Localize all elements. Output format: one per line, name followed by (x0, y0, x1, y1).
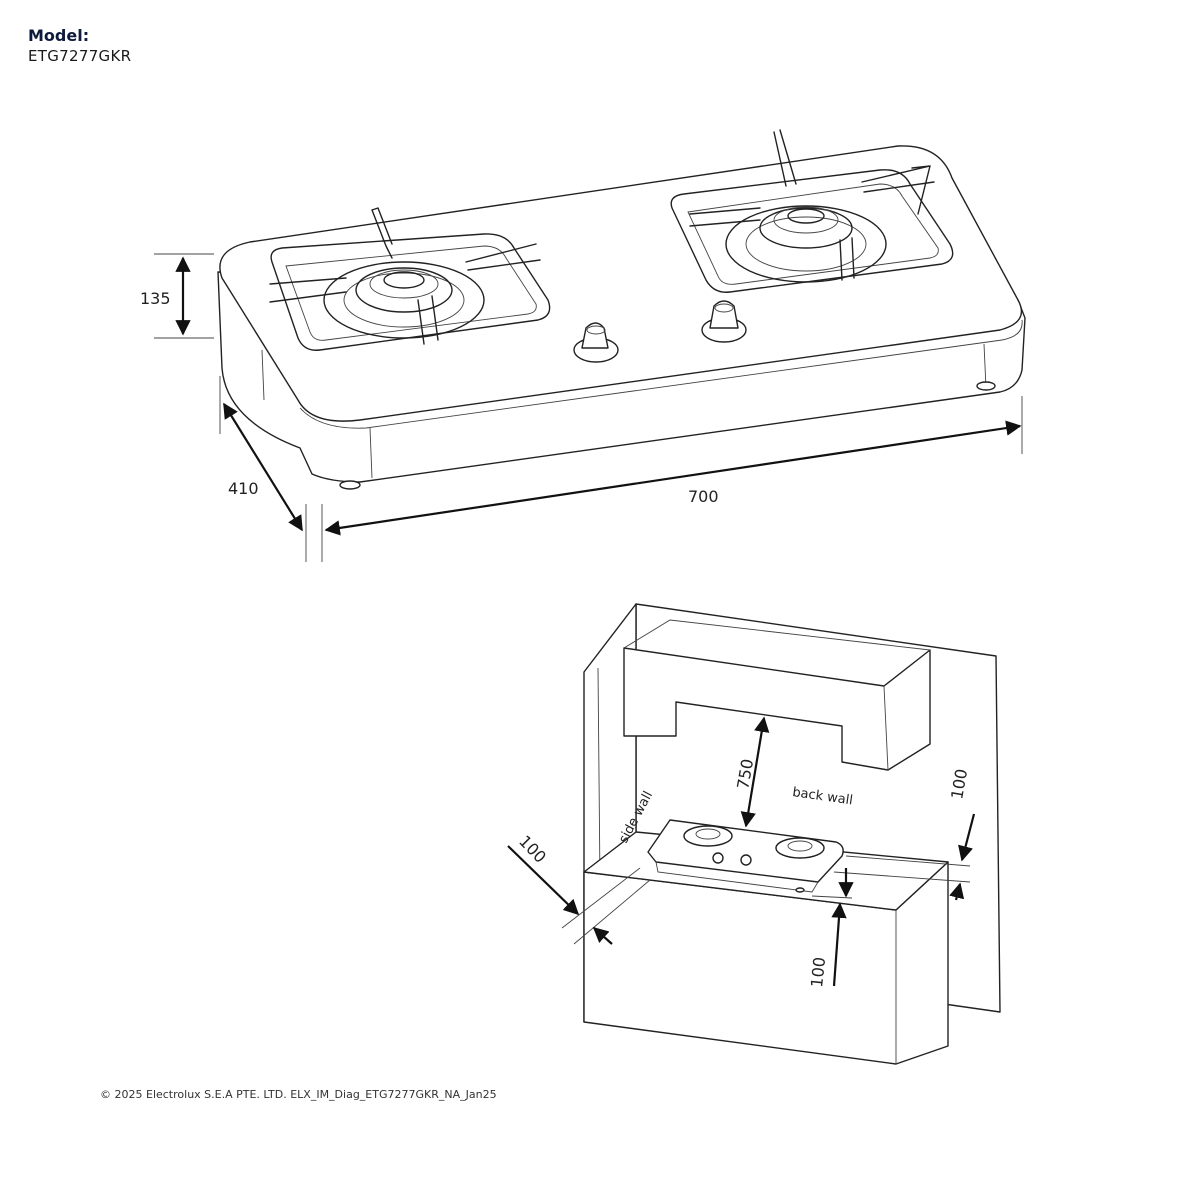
front-gap-dimension: 100 (807, 868, 854, 988)
model-header: Model: ETG7277GKR (28, 26, 131, 66)
height-value: 135 (140, 289, 171, 308)
right-burner-crown (759, 207, 853, 249)
installation-diagram: 750 100 100 100 back wall side wall (507, 603, 1001, 1065)
right-pan-support (689, 129, 935, 281)
front-gap-value: 100 (807, 956, 829, 988)
model-value: ETG7277GKR (28, 47, 132, 65)
depth-value: 410 (228, 479, 259, 498)
right-burner-cap (787, 208, 825, 224)
hob-width-dimension: 700 (321, 396, 1023, 562)
left-burner-crown (355, 267, 453, 313)
left-burner-cap (383, 271, 425, 289)
hood-clearance-dimension: 750 (733, 716, 770, 828)
hob-height-dimension: 135 (140, 253, 214, 339)
left-burner-ring (323, 261, 485, 339)
hob-foot (976, 381, 996, 391)
left-control-knob (573, 322, 619, 363)
right-burner-ring (725, 205, 887, 283)
installed-hob (647, 819, 844, 893)
hob-depth-dimension: 410 (219, 376, 307, 562)
right-burner-tray (670, 169, 954, 293)
side-wall-gap-value: 100 (515, 832, 550, 867)
left-pan-support (269, 207, 541, 345)
model-label: Model: (28, 26, 90, 45)
hob-foot (339, 480, 361, 490)
left-burner-tray (270, 233, 551, 351)
range-hood (623, 647, 931, 771)
gas-hob-drawing (217, 129, 1026, 490)
width-value: 700 (688, 487, 719, 506)
copyright-footer: © 2025 Electrolux S.E.A PTE. LTD. ELX_IM… (100, 1088, 497, 1101)
right-control-knob (701, 300, 747, 343)
